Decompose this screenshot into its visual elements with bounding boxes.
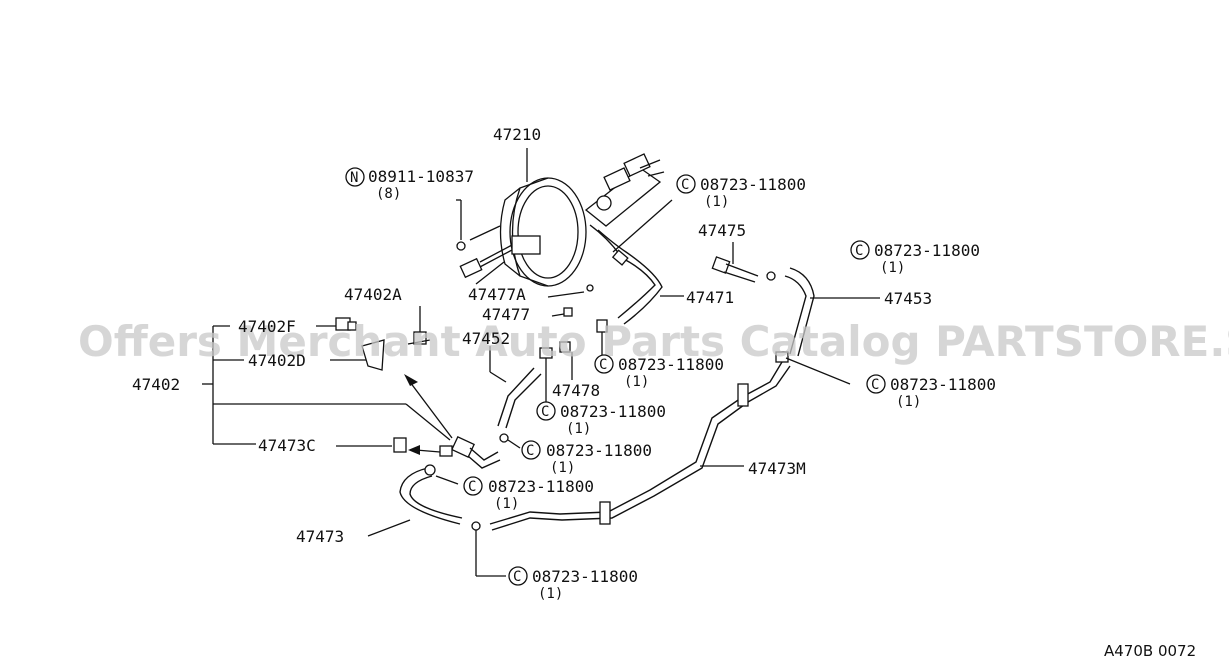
- callout-symbol: C: [599, 357, 607, 373]
- callout-nut: N 08911-10837 (8): [345, 167, 474, 202]
- check-valve-47475: [711, 242, 776, 283]
- callout-part: 08723-11800: [618, 355, 724, 374]
- callout-clamp-right-mid: C 08723-11800 (1): [866, 374, 996, 410]
- callout-symbol: C: [526, 443, 534, 459]
- callout-qty: (1): [550, 460, 575, 476]
- label-47473: 47473: [296, 527, 344, 546]
- callout-clamp-center: C 08723-11800 (1): [536, 401, 666, 437]
- label-47210: 47210: [493, 125, 541, 144]
- callout-clamp-top: C 08723-11800 (1): [676, 174, 806, 210]
- label-47402D: 47402D: [248, 351, 306, 370]
- label-47471: 47471: [686, 288, 734, 307]
- watermark-text: Offers Merchant Auto Parts Catalog PARTS…: [78, 317, 1229, 366]
- label-47402A: 47402A: [344, 285, 402, 304]
- callout-qty: (1): [494, 496, 519, 512]
- callout-symbol: C: [681, 177, 689, 193]
- callout-symbol: C: [541, 404, 549, 420]
- connector-assy-47402: [202, 306, 501, 469]
- vacuum-hose-47473: [367, 464, 481, 537]
- part-labels: 47210 47402A 47402F 47402D 47402 47473 C …: [132, 125, 932, 546]
- diagram-code: A470B 0072: [1104, 642, 1196, 660]
- callout-part: 08723-11800: [532, 567, 638, 586]
- clamp-leaders: [435, 199, 547, 577]
- callout-qty: (1): [538, 586, 563, 602]
- brake-booster: [456, 148, 665, 287]
- callout-qty: (1): [896, 394, 921, 410]
- vacuum-hose-47452: [489, 284, 608, 443]
- callout-clamp-lower: C 08723-11800 (1): [521, 440, 652, 476]
- callout-qty: (1): [704, 194, 729, 210]
- callout-symbol: C: [513, 569, 521, 585]
- label-47473C: 47473C: [258, 436, 316, 455]
- callout-part: 08723-11800: [560, 402, 666, 421]
- callout-part: 08723-11800: [488, 477, 594, 496]
- callout-qty: (1): [566, 421, 591, 437]
- callout-qty: (8): [376, 186, 401, 202]
- callout-part: 08723-11800: [546, 441, 652, 460]
- label-47477: 47477: [482, 305, 530, 324]
- callout-clamp-right-top: C 08723-11800 (1): [850, 240, 980, 276]
- label-47473M: 47473M: [748, 459, 806, 478]
- vacuum-tube-47473M: [489, 361, 791, 531]
- label-47478: 47478: [552, 381, 600, 400]
- callout-part: 08723-11800: [890, 375, 996, 394]
- label-47402: 47402: [132, 375, 180, 394]
- callout-symbol: C: [855, 243, 863, 259]
- callout-qty: (1): [624, 374, 649, 390]
- callout-clamp-mid: C 08723-11800 (1): [594, 354, 724, 390]
- callout-qty: (1): [880, 260, 905, 276]
- label-47475: 47475: [698, 221, 746, 240]
- callout-part: 08911-10837: [368, 167, 474, 186]
- label-47477A: 47477A: [468, 285, 526, 304]
- label-47453: 47453: [884, 289, 932, 308]
- vacuum-hose-47471: [589, 199, 684, 325]
- callout-part: 08723-11800: [700, 175, 806, 194]
- label-47452: 47452: [462, 329, 510, 348]
- callout-symbol: C: [871, 377, 879, 393]
- callout-clamp-left-low: C 08723-11800 (1): [463, 476, 594, 512]
- vacuum-hose-47453: [775, 267, 880, 385]
- callout-symbol: C: [468, 479, 476, 495]
- callout-symbol: N: [350, 170, 358, 186]
- label-47402F: 47402F: [238, 317, 296, 336]
- callout-part: 08723-11800: [874, 241, 980, 260]
- callout-clamp-bottom: C 08723-11800 (1): [508, 566, 638, 602]
